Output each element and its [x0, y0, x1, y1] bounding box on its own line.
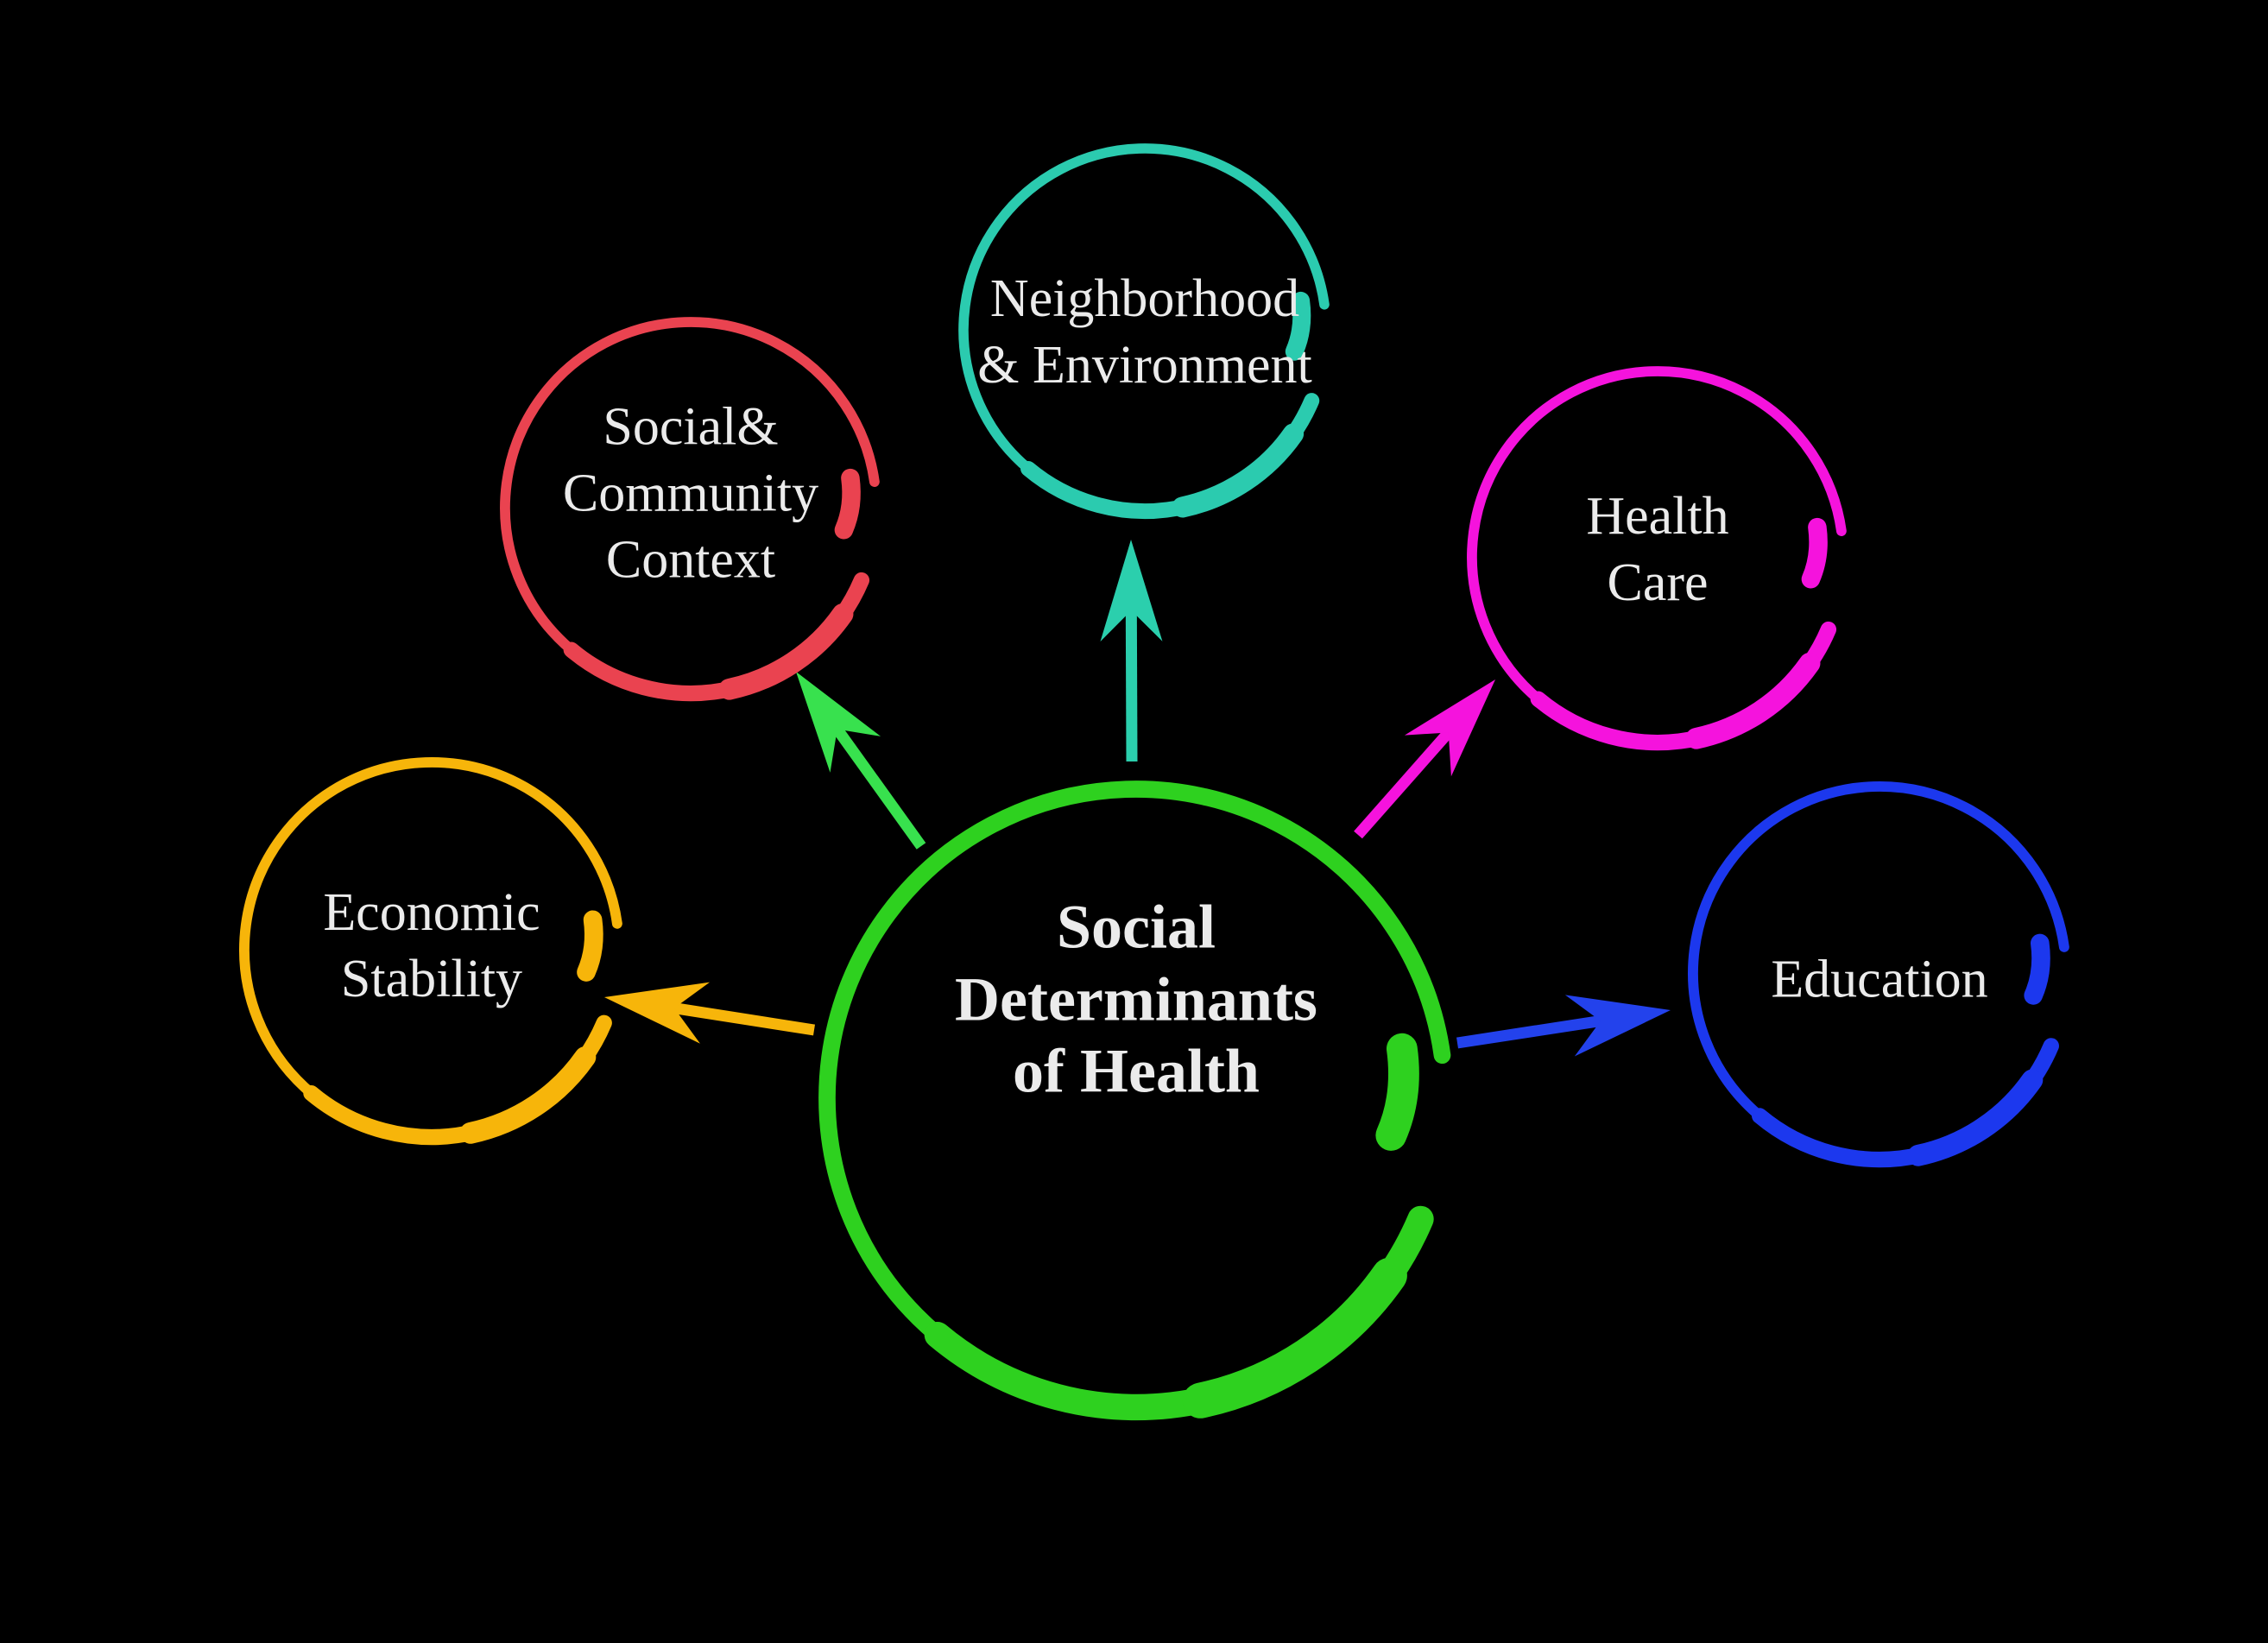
node-circle-health: [1467, 366, 1847, 751]
arrow-economic: [603, 982, 816, 1044]
node-circle-social: [500, 317, 880, 702]
arrow-social: [795, 671, 926, 850]
node-circle-education: [1688, 781, 2069, 1168]
arrow-health: [1354, 679, 1496, 839]
center-circle: [818, 780, 1451, 1421]
node-circle-neighborhood: [958, 143, 1330, 519]
arrow-education: [1456, 995, 1671, 1057]
arrow-neighborhood: [1100, 540, 1163, 762]
node-circle-economic: [239, 757, 622, 1146]
